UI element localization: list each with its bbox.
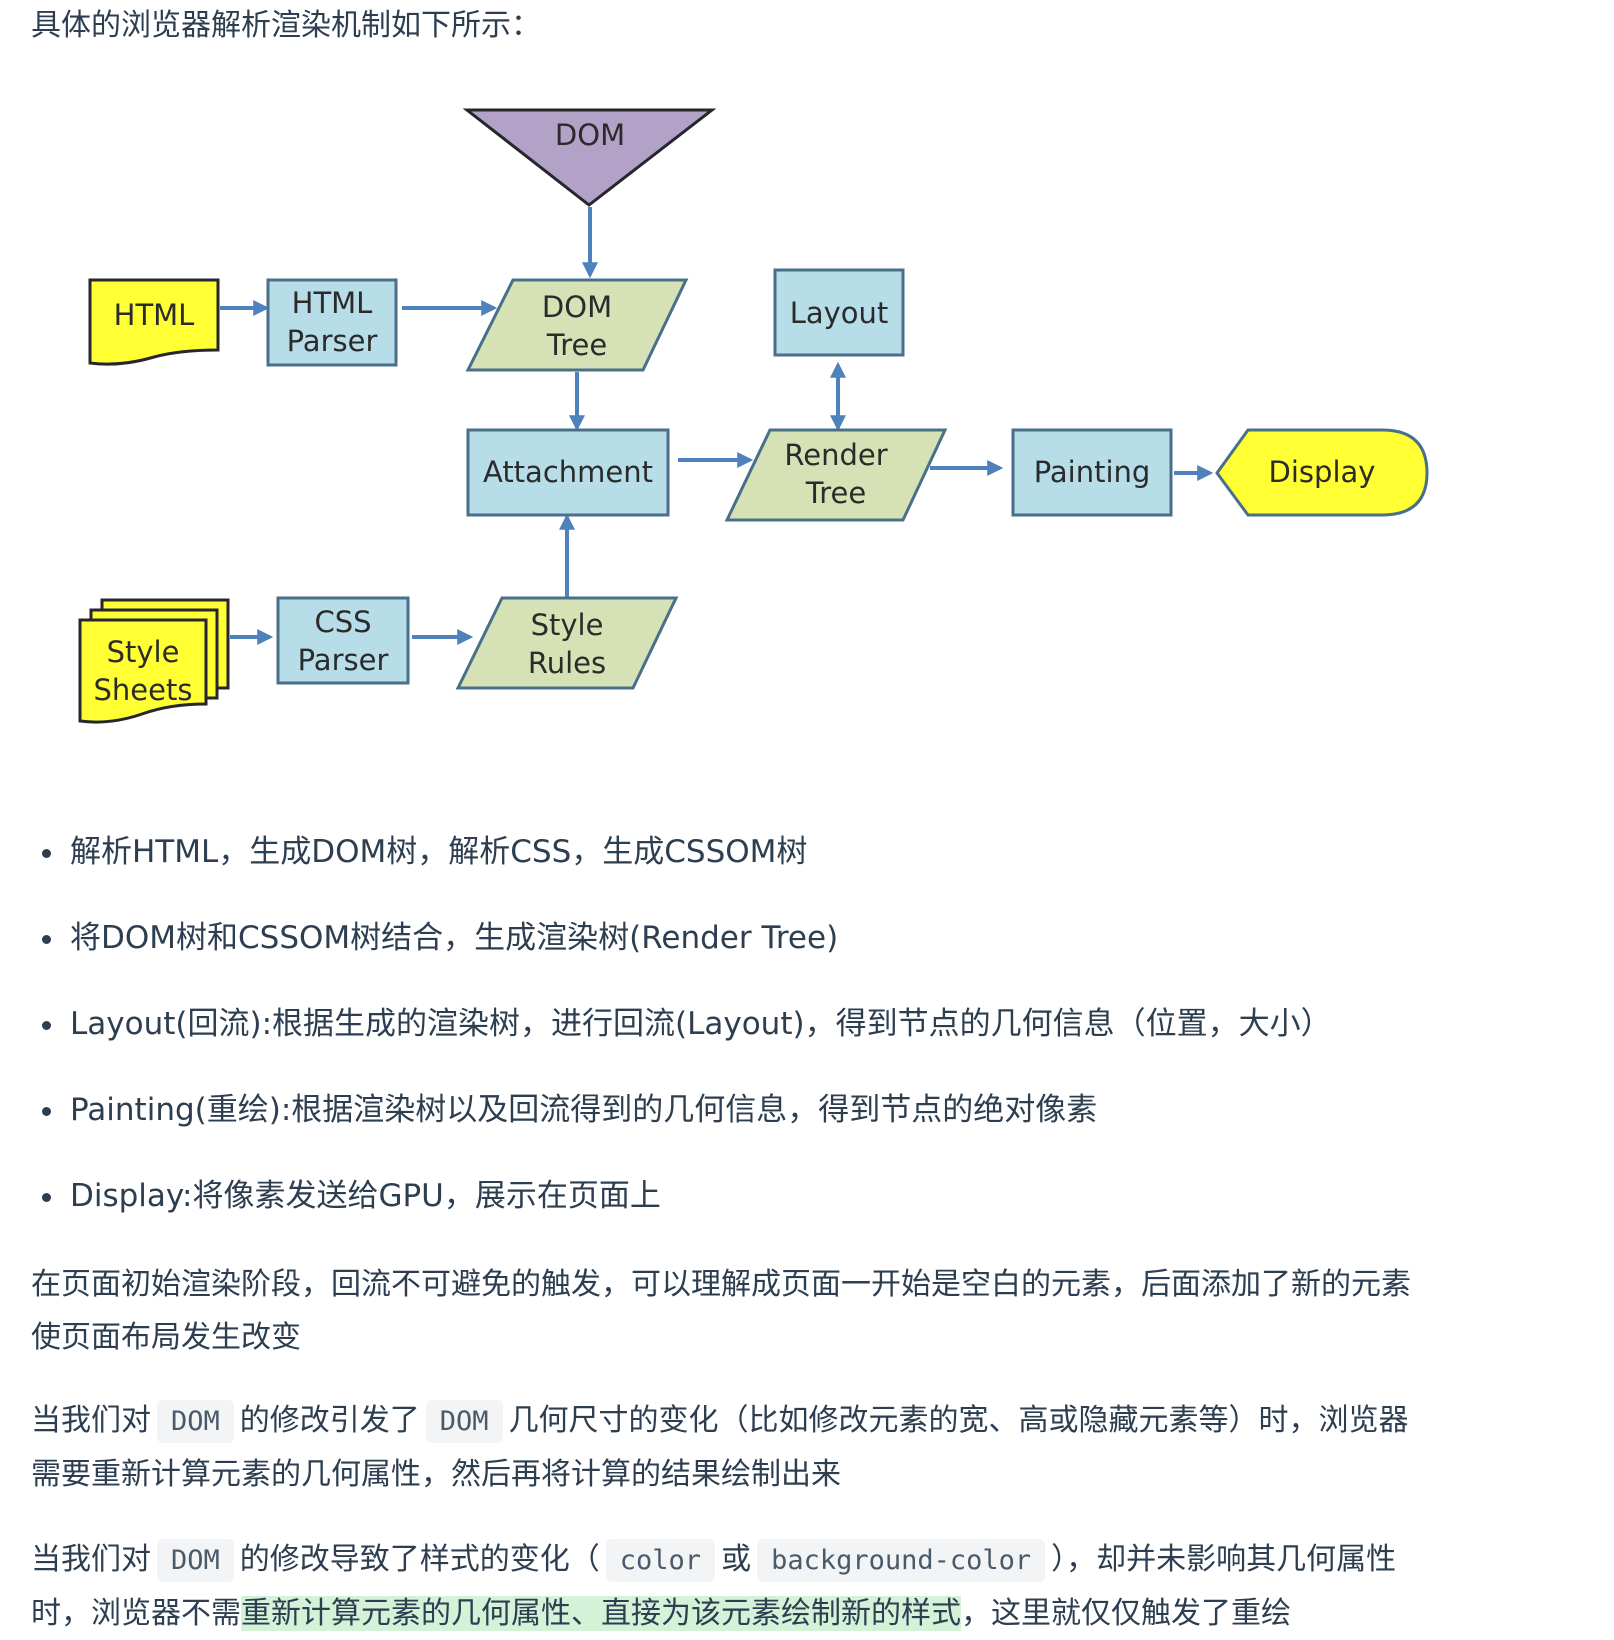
paragraph-text: ，这里就仅仅触发了重绘	[961, 1596, 1291, 1631]
inline-code: DOM	[157, 1539, 234, 1582]
dom-tree-label-2: Tree	[546, 328, 607, 362]
dom-tree-shape	[465, 278, 689, 372]
style-rules-shape	[455, 596, 679, 690]
render-pipeline-diagram: DOM HTML HTML Parser DOM Tree Layout Att…	[78, 108, 1429, 724]
inline-code: background-color	[757, 1539, 1046, 1582]
html-doc-shape	[88, 278, 220, 366]
paragraph-text: 的修改导致了样式的变化（	[239, 1542, 600, 1577]
paragraph-line: 需要重新计算元素的几何属性，然后再将计算的结果绘制出来	[31, 1457, 841, 1492]
html-parser-label-2: Parser	[287, 324, 378, 358]
css-parser-label-1: CSS	[314, 605, 371, 639]
painting-label: Painting	[1034, 455, 1151, 489]
paragraph-text: 当我们对	[31, 1542, 151, 1577]
html-doc-label: HTML	[114, 298, 195, 332]
intro-text: 具体的浏览器解析渲染机制如下所示：	[31, 8, 541, 43]
inline-code: DOM	[157, 1400, 234, 1443]
dom-node-shape	[462, 108, 717, 207]
list-item: 将DOM树和CSSOM树结合，生成渲染树(Render Tree)	[38, 918, 1332, 1004]
dom-node-label: DOM	[555, 118, 625, 152]
painting-shape	[1011, 428, 1173, 517]
paragraph-line: 使页面布局发生改变	[31, 1320, 301, 1355]
style-sheets-label-2: Sheets	[94, 673, 193, 707]
html-parser-label-1: HTML	[292, 286, 373, 320]
paragraph-text: 或	[721, 1542, 752, 1577]
render-tree-shape	[724, 428, 948, 522]
inline-code: color	[605, 1539, 716, 1582]
display-label: Display	[1269, 455, 1376, 489]
layout-label: Layout	[790, 296, 889, 330]
css-parser-shape	[276, 596, 410, 685]
paragraph-initial-render: 在页面初始渲染阶段，回流不可避免的触发，可以理解成页面一开始是空白的元素，后面添…	[31, 1258, 1511, 1364]
paragraph-text: 当我们对	[31, 1403, 151, 1438]
inline-code: DOM	[425, 1400, 503, 1443]
render-tree-label-2: Tree	[805, 476, 866, 510]
style-rules-label-1: Style	[531, 608, 604, 642]
style-rules-label-2: Rules	[528, 646, 606, 680]
paragraph-text: 几何尺寸的变化（比如修改元素的宽、高或隐藏元素等）时，浏览器	[508, 1403, 1409, 1438]
layout-shape	[773, 268, 905, 357]
attachment-shape	[466, 428, 670, 517]
style-sheets-label-1: Style	[107, 635, 180, 669]
attachment-label: Attachment	[483, 455, 653, 489]
dom-tree-label-1: DOM	[542, 290, 612, 324]
paragraph-text: 的修改引发了	[239, 1403, 420, 1438]
list-item: 解析HTML，生成DOM树，解析CSS，生成CSSOM树	[38, 832, 1332, 918]
paragraph-line: 在页面初始渲染阶段，回流不可避免的触发，可以理解成页面一开始是空白的元素，后面添…	[31, 1267, 1411, 1302]
style-sheets-front-shape	[78, 618, 208, 724]
list-item: Layout(回流):根据生成的渲染树，进行回流(Layout)，得到节点的几何…	[38, 1004, 1332, 1090]
list-item: Painting(重绘):根据渲染树以及回流得到的几何信息，得到节点的绝对像素	[38, 1090, 1332, 1176]
render-tree-label-1: Render	[784, 438, 887, 472]
highlighted-text: 重新计算元素的几何属性、直接为该元素绘制新的样式	[241, 1596, 961, 1631]
paragraph-text: 时，浏览器不需	[31, 1596, 241, 1631]
html-parser-shape	[266, 278, 398, 367]
list-item: Display:将像素发送给GPU，展示在页面上	[38, 1176, 1332, 1262]
display-shape	[1215, 428, 1429, 517]
css-parser-label-2: Parser	[298, 643, 389, 677]
paragraph-text: ），却并未影响其几何属性	[1051, 1542, 1397, 1577]
pipeline-steps-list: 解析HTML，生成DOM树，解析CSS，生成CSSOM树 将DOM树和CSSOM…	[38, 832, 1332, 1262]
